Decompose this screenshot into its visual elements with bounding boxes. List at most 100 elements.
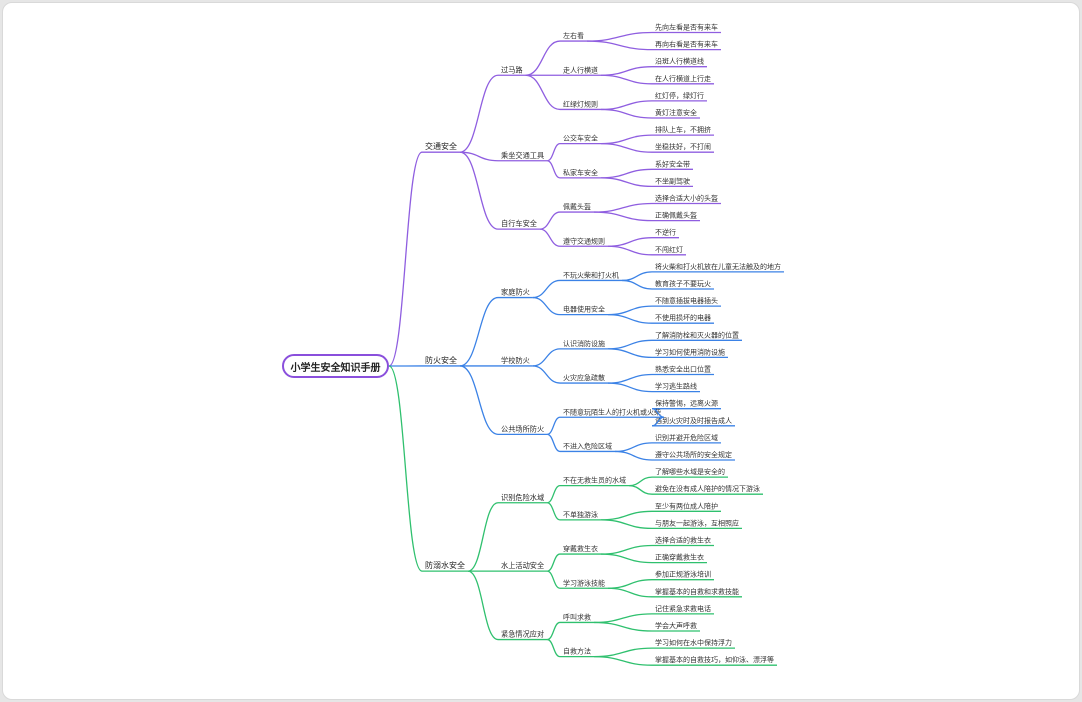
- link-0-1-1: [547, 160, 561, 179]
- leaf-2-0-1-0[interactable]: 至少有两位成人陪护: [655, 501, 718, 510]
- topic-1-0-1[interactable]: 电器使用安全: [563, 305, 605, 314]
- leaf-2-2-1-0[interactable]: 学习如何在水中保持浮力: [655, 638, 732, 647]
- link-0-0-1-0: [600, 66, 653, 76]
- leaf-0-1-0-0[interactable]: 排队上车，不拥挤: [655, 125, 711, 134]
- leaf-1-0-1-0[interactable]: 不随意插拔电器插头: [655, 296, 718, 305]
- subtopic-2-1[interactable]: 水上活动安全: [501, 561, 545, 570]
- leaf-2-0-0-1[interactable]: 避免在没有成人陪护的情况下游泳: [655, 484, 760, 493]
- leaf-1-1-0-1[interactable]: 学习如何使用消防设施: [655, 347, 725, 356]
- link-1-2-1-0: [614, 442, 653, 453]
- link-2-0-0: [547, 485, 561, 504]
- topic-0-0-2[interactable]: 红绿灯规则: [563, 99, 598, 108]
- link-1-1-0-1: [607, 348, 653, 359]
- link-0-2-0-0: [593, 202, 653, 213]
- link-root-2: [388, 365, 423, 572]
- link-root-0: [388, 151, 423, 367]
- topic-0-1-1[interactable]: 私家车安全: [563, 168, 598, 177]
- link-2-2-0-1: [593, 621, 653, 632]
- subtopic-0-2[interactable]: 自行车安全: [501, 219, 538, 228]
- link-2-0: [467, 502, 499, 572]
- branch-0[interactable]: 交通安全: [425, 141, 457, 151]
- branch-2[interactable]: 防溺水安全: [425, 560, 465, 570]
- link-2-0-1-0: [600, 510, 653, 521]
- topic-1-0-0[interactable]: 不玩火柴和打火机: [563, 270, 619, 279]
- link-0-0-2: [525, 74, 561, 111]
- leaf-0-1-1-1[interactable]: 不坐副驾驶: [655, 176, 690, 185]
- leaf-2-1-1-1[interactable]: 掌握基本的自救和求救技能: [655, 587, 739, 596]
- leaf-2-2-0-1[interactable]: 学会大声呼救: [655, 621, 697, 630]
- topic-0-2-0[interactable]: 佩戴头盔: [563, 202, 591, 211]
- link-0-1: [459, 151, 499, 162]
- topic-2-1-1[interactable]: 学习游泳技能: [563, 578, 605, 587]
- topic-2-1-0[interactable]: 穿戴救生衣: [563, 544, 598, 553]
- leaf-1-0-0-0[interactable]: 将火柴和打火机放在儿童无法触及的地方: [655, 262, 781, 271]
- link-0-2-1: [539, 228, 561, 247]
- link-0-2: [459, 151, 499, 230]
- leaf-1-2-1-0[interactable]: 识别并避开危险区域: [655, 433, 718, 442]
- link-2-1-1-0: [607, 579, 653, 589]
- topic-1-1-1[interactable]: 火灾应急疏散: [563, 373, 605, 382]
- topic-2-2-1[interactable]: 自救方法: [563, 647, 591, 656]
- topic-2-2-0[interactable]: 呼叫求救: [563, 612, 591, 621]
- leaf-2-2-1-1[interactable]: 掌握基本的自救技巧，如仰泳、漂浮等: [655, 655, 774, 664]
- leaf-0-0-0-1[interactable]: 再向右看是否有来车: [655, 40, 718, 49]
- topic-0-0-0[interactable]: 左右看: [563, 31, 584, 40]
- topic-1-2-1[interactable]: 不进入危险区域: [563, 441, 612, 450]
- subtopic-1-0[interactable]: 家庭防火: [501, 288, 530, 297]
- link-1-1-1-1: [607, 382, 653, 393]
- leaf-1-0-1-1[interactable]: 不使用损坏的电器: [655, 313, 711, 322]
- link-2-0-1: [547, 502, 561, 521]
- leaf-2-0-1-1[interactable]: 与朋友一起游泳，互相照应: [655, 518, 739, 527]
- leaf-0-0-2-0[interactable]: 红灯停，绿灯行: [655, 91, 704, 100]
- link-0-0-0-1: [586, 40, 653, 51]
- link-2-0-0-1: [628, 485, 653, 495]
- topic-0-2-1[interactable]: 遵守交通规则: [563, 236, 605, 245]
- link-1-2-0: [547, 416, 561, 435]
- leaf-0-0-1-0[interactable]: 沿斑人行横道线: [655, 57, 704, 66]
- leaf-0-0-1-1[interactable]: 在人行横道上行走: [655, 74, 711, 83]
- topic-0-1-0[interactable]: 公交车安全: [563, 134, 598, 143]
- link-2-2-1-0: [593, 647, 653, 658]
- link-1-2-1-1: [614, 450, 653, 461]
- link-2-2-1: [547, 638, 561, 658]
- topic-2-0-1[interactable]: 不单独游泳: [563, 510, 598, 519]
- leaf-2-1-0-0[interactable]: 选择合适的救生衣: [655, 536, 711, 545]
- link-1-2-1: [547, 433, 561, 453]
- subtopic-0-1[interactable]: 乘坐交通工具: [501, 151, 544, 160]
- leaf-2-1-1-0[interactable]: 参加正规游泳培训: [655, 570, 711, 579]
- leaf-0-2-0-0[interactable]: 选择合适大小的头盔: [655, 194, 718, 203]
- topic-1-2-0[interactable]: 不随意玩陌生人的打火机或火柴: [563, 407, 661, 416]
- leaf-0-2-0-1[interactable]: 正确佩戴头盔: [655, 211, 697, 220]
- leaf-0-1-0-1[interactable]: 坐稳扶好，不打闹: [655, 142, 711, 151]
- leaf-0-0-2-1[interactable]: 黄灯注意安全: [655, 108, 697, 117]
- link-1-1-1-0: [607, 373, 653, 384]
- subtopic-1-2[interactable]: 公共场所防火: [501, 424, 544, 433]
- leaf-1-2-0-1[interactable]: 遇到火灾时及时报告成人: [655, 416, 732, 425]
- leaf-2-0-0-0[interactable]: 了解哪些水域是安全的: [655, 467, 725, 476]
- subtopic-1-1[interactable]: 学校防火: [501, 356, 530, 365]
- leaf-2-1-0-1[interactable]: 正确穿戴救生衣: [655, 553, 704, 562]
- link-1-1-0-0: [607, 339, 653, 350]
- leaf-1-2-0-0[interactable]: 保持警惕，远离火源: [655, 399, 718, 408]
- leaf-0-1-1-0[interactable]: 系好安全带: [655, 159, 690, 168]
- link-2-1-0-1: [600, 553, 653, 564]
- leaf-1-2-1-1[interactable]: 遵守公共场所的安全规定: [655, 450, 732, 459]
- leaf-0-0-0-0[interactable]: 先向左看是否有来车: [655, 23, 718, 32]
- leaf-1-1-1-1[interactable]: 学习逃生路线: [655, 382, 697, 391]
- subtopic-2-0[interactable]: 识别危险水域: [501, 493, 544, 502]
- leaf-1-1-0-0[interactable]: 了解消防栓和灭火器的位置: [655, 330, 739, 339]
- leaf-1-1-1-0[interactable]: 熟悉安全出口位置: [655, 365, 711, 374]
- branch-1[interactable]: 防火安全: [425, 355, 457, 365]
- topic-1-1-0[interactable]: 认识消防设施: [563, 339, 605, 348]
- leaf-2-2-0-0[interactable]: 记住紧急求救电话: [655, 604, 711, 613]
- subtopic-0-0[interactable]: 过马路: [501, 65, 523, 74]
- link-0-2-1-1: [607, 245, 653, 256]
- leaf-1-0-0-1[interactable]: 教育孩子不要玩火: [655, 279, 711, 288]
- link-1-1-1: [532, 365, 561, 384]
- topic-2-0-0[interactable]: 不在无救生员的水域: [563, 476, 626, 485]
- subtopic-2-2[interactable]: 紧急情况应对: [501, 630, 544, 639]
- topic-0-0-1[interactable]: 走人行横道: [563, 65, 598, 74]
- leaf-0-2-1-0[interactable]: 不逆行: [655, 228, 676, 237]
- leaf-0-2-1-1[interactable]: 不闯红灯: [655, 245, 683, 254]
- root-node[interactable]: 小学生安全知识手册: [282, 354, 389, 378]
